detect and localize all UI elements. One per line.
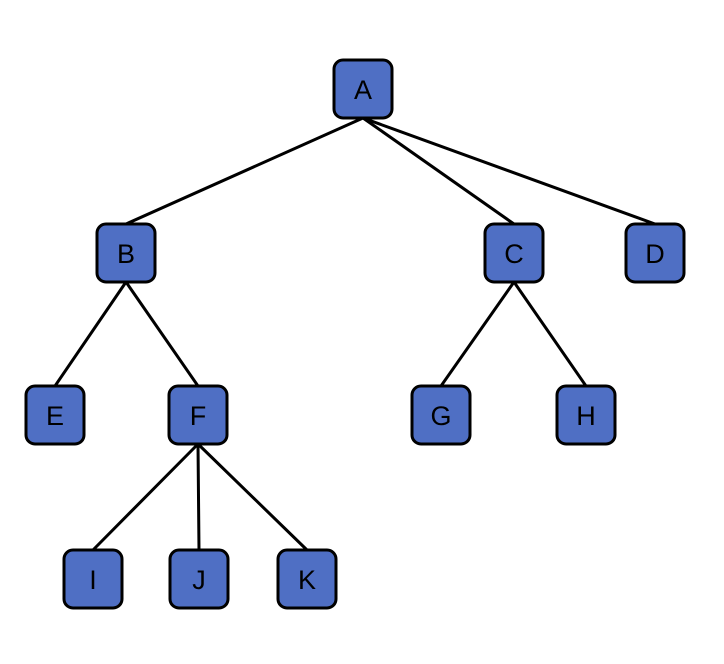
- node-box-d: [624, 222, 686, 284]
- node-b: B: [95, 222, 157, 284]
- node-box-k: [276, 548, 338, 610]
- edge-a-c: [361, 116, 516, 226]
- node-box-c: [483, 222, 545, 284]
- node-j: J: [168, 548, 230, 610]
- node-label-i: I: [89, 565, 97, 595]
- edge-f-i: [91, 442, 200, 552]
- node-box-e: [24, 384, 86, 446]
- node-label-j: J: [192, 565, 206, 595]
- node-d: D: [624, 222, 686, 284]
- node-label-g: G: [430, 401, 451, 431]
- node-f: F: [167, 384, 229, 446]
- edge-c-g: [439, 280, 516, 388]
- tree-edges: [53, 116, 657, 552]
- edge-a-d: [361, 116, 657, 226]
- edge-a-b: [124, 116, 365, 226]
- node-label-b: B: [117, 239, 135, 269]
- node-g: G: [410, 384, 472, 446]
- tree-nodes: A B C D E F G H I J K: [24, 58, 686, 610]
- node-label-d: D: [645, 239, 665, 269]
- edge-f-k: [196, 442, 309, 552]
- edge-b-f: [124, 280, 200, 388]
- node-e: E: [24, 384, 86, 446]
- node-h: H: [555, 384, 617, 446]
- node-box-h: [555, 384, 617, 446]
- node-box-i: [62, 548, 124, 610]
- node-a: A: [332, 58, 394, 120]
- edge-c-h: [512, 280, 588, 388]
- node-box-j: [168, 548, 230, 610]
- node-i: I: [62, 548, 124, 610]
- node-box-g: [410, 384, 472, 446]
- node-label-a: A: [354, 75, 372, 105]
- node-label-e: E: [46, 401, 64, 431]
- node-k: K: [276, 548, 338, 610]
- node-label-k: K: [298, 565, 316, 595]
- edge-f-j: [196, 442, 201, 552]
- node-label-f: F: [190, 401, 207, 431]
- edge-b-e: [53, 280, 128, 388]
- node-box-f: [167, 384, 229, 446]
- node-box-b: [95, 222, 157, 284]
- node-box-a: [332, 58, 394, 120]
- node-c: C: [483, 222, 545, 284]
- node-label-h: H: [576, 401, 596, 431]
- node-label-c: C: [504, 239, 524, 269]
